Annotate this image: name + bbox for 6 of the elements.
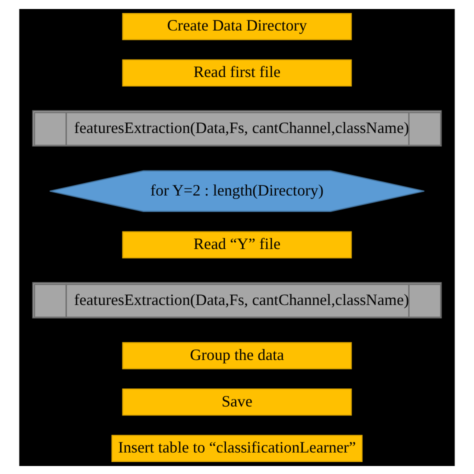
- node-box: Read “Y” file: [122, 230, 352, 258]
- node-box: Insert table to “classificationLearner”: [111, 434, 363, 462]
- node-box: Read first file: [122, 58, 352, 86]
- node-box: Create Data Directory: [122, 12, 352, 40]
- node-box: Save: [122, 388, 352, 416]
- node-box: Group the data: [122, 342, 352, 369]
